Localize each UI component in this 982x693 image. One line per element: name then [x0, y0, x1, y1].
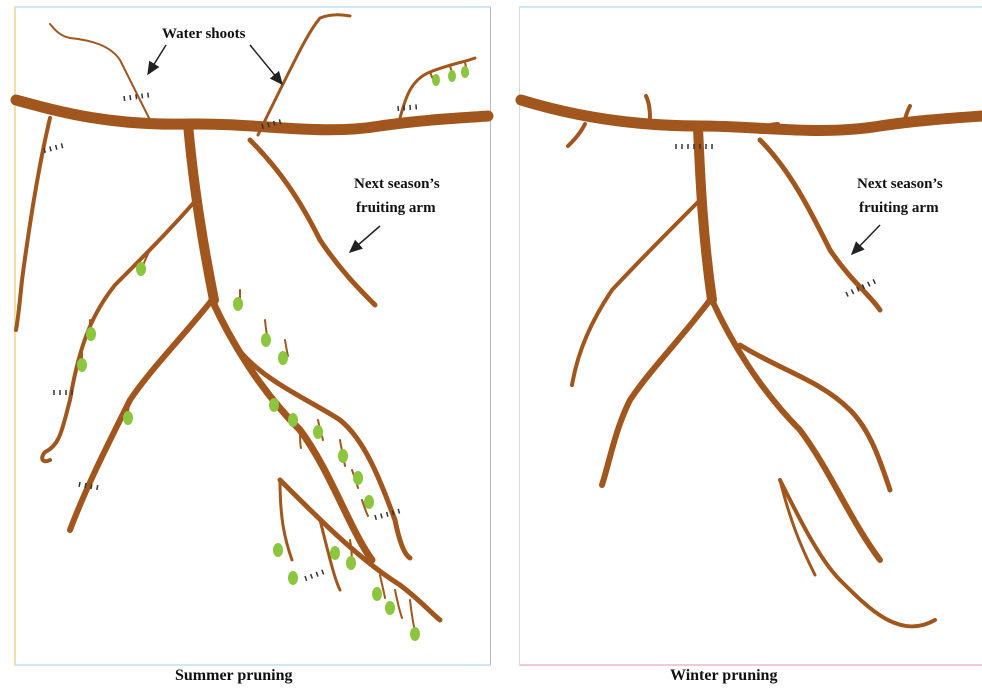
grape-cluster: [330, 546, 340, 560]
grape-cluster: [273, 543, 283, 557]
annotation-arrows: [148, 45, 380, 252]
grape-cluster: [448, 70, 456, 82]
arrow-water-shoot-left: [148, 45, 166, 74]
grape-cluster: [123, 411, 133, 425]
grape-cluster: [288, 413, 298, 427]
grape-cluster: [261, 333, 271, 347]
grape-cluster: [353, 471, 363, 485]
cut-mark: [44, 143, 63, 152]
grape-clusters: [77, 66, 469, 641]
grape-cluster: [410, 627, 420, 641]
grape-cluster: [269, 398, 279, 412]
main-cordon-winter: [521, 100, 982, 130]
arrow-fruiting-arm-left: [350, 226, 380, 252]
label-next-season-right-1: Next season’s: [857, 176, 943, 192]
trunk: [188, 124, 214, 300]
cut-mark: [676, 144, 712, 149]
grape-cluster: [288, 571, 298, 585]
grape-cluster: [338, 449, 348, 463]
water-shoot-left: [50, 24, 150, 120]
label-next-season-right-2: fruiting arm: [859, 200, 939, 216]
trunk-winter: [698, 128, 712, 300]
grape-cluster: [77, 358, 87, 372]
arrow-fruiting-arm-right: [852, 225, 880, 254]
grape-cluster: [364, 495, 374, 509]
grape-cluster: [385, 601, 395, 615]
grape-cluster: [86, 327, 96, 341]
fruiting-arm-right: [760, 140, 880, 310]
annotation-arrows-winter: [852, 225, 880, 254]
summer-vine: [16, 15, 488, 636]
grape-cluster: [346, 556, 356, 570]
water-shoot-center: [258, 15, 350, 135]
grape-cluster: [233, 297, 243, 311]
arrow-water-shoot-center: [250, 45, 282, 84]
label-water-shoots: Water shoots: [162, 26, 246, 42]
grape-cluster: [278, 351, 288, 365]
grape-cluster: [136, 262, 146, 276]
grape-cluster: [461, 66, 469, 78]
grape-cluster: [372, 587, 382, 601]
grape-cluster: [432, 74, 440, 86]
main-cordon: [16, 100, 488, 130]
fruiting-arm-left: [250, 140, 375, 305]
label-next-season-left-1: Next season’s: [354, 176, 440, 192]
grape-cluster: [313, 425, 323, 439]
cut-mark: [305, 570, 324, 581]
label-next-season-left-2: fruiting arm: [356, 200, 436, 216]
caption-winter-pruning: Winter pruning: [670, 667, 777, 685]
caption-summer-pruning: Summer pruning: [175, 667, 293, 685]
